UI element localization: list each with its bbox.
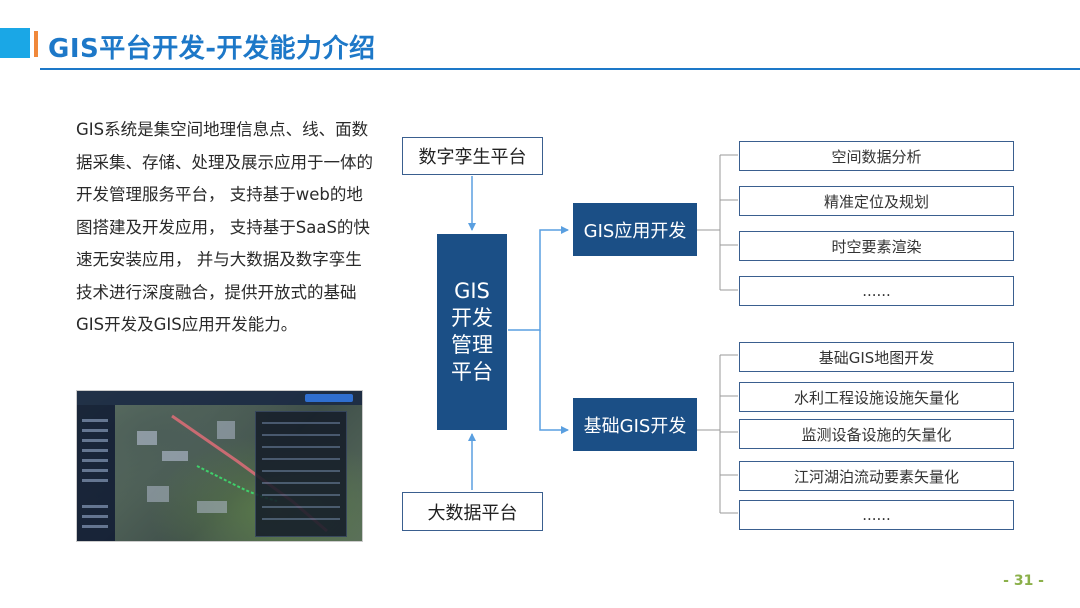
leaf-monitor-device-vector: 监测设备设施的矢量化	[739, 419, 1014, 449]
screenshot-topbar-button	[305, 394, 353, 402]
leaf-base-ellipsis: ......	[739, 500, 1014, 530]
core-line-1: GIS	[454, 279, 490, 303]
core-line-4: 平台	[451, 360, 493, 384]
screenshot-property-panel	[255, 411, 347, 537]
leaf-spatial-analysis: 空间数据分析	[739, 141, 1014, 171]
screenshot-sidebar	[77, 405, 115, 541]
screenshot-topbar	[77, 391, 362, 405]
source-big-data: 大数据平台	[402, 492, 543, 531]
core-line-3: 管理	[451, 333, 493, 357]
leaf-app-ellipsis: ......	[739, 276, 1014, 306]
branch-base-gis-dev: 基础GIS开发	[573, 398, 697, 451]
branch-gis-app-dev: GIS应用开发	[573, 203, 697, 256]
core-gis-platform: GIS 开发 管理 平台	[437, 234, 507, 430]
core-line-2: 开发	[451, 306, 493, 330]
leaf-spatiotemporal-rendering: 时空要素渲染	[739, 231, 1014, 261]
gis-app-screenshot	[76, 390, 363, 542]
arrow-core-to-app	[508, 226, 569, 331]
leaf-base-map-dev: 基础GIS地图开发	[739, 342, 1014, 372]
leaf-river-lake-vector: 江河湖泊流动要素矢量化	[739, 461, 1014, 491]
header-accent-block	[0, 28, 30, 58]
leaf-precise-positioning: 精准定位及规划	[739, 186, 1014, 216]
source-digital-twin: 数字孪生平台	[402, 137, 543, 175]
leaf-water-facility-vector: 水利工程设施设施矢量化	[739, 382, 1014, 412]
description-text: GIS系统是集空间地理信息点、线、面数据采集、存储、处理及展示应用于一体的开发管…	[76, 120, 373, 334]
arrow-core-to-base	[539, 330, 569, 434]
header-accent-bar	[34, 31, 38, 57]
page-title: GIS平台开发-开发能力介绍	[48, 34, 376, 64]
page-number: - 31 -	[1003, 573, 1044, 589]
title-underline	[40, 68, 1080, 70]
